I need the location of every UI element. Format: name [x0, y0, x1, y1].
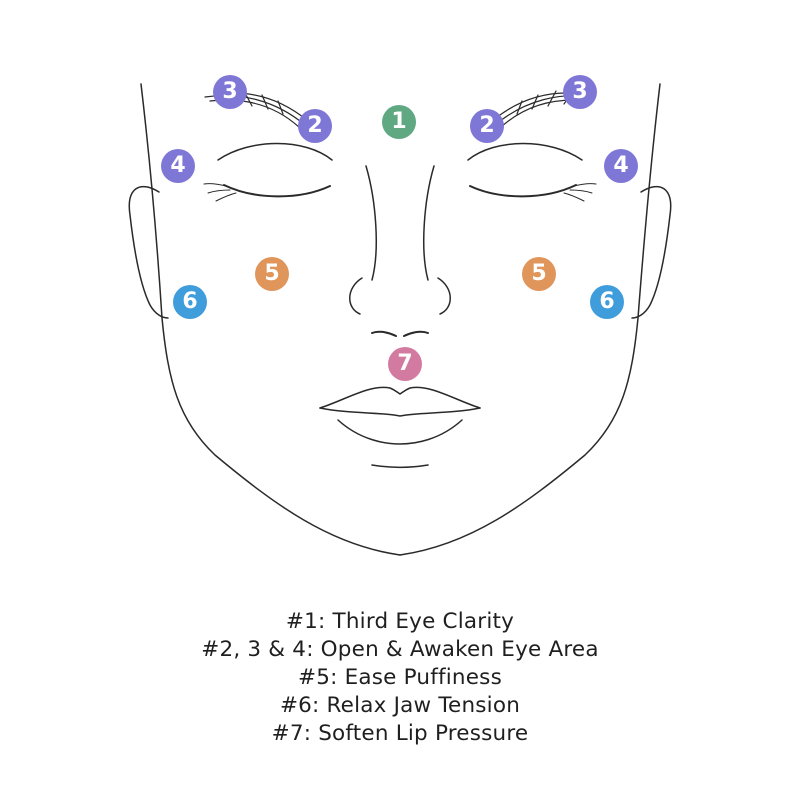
marker-6-left: 6: [173, 285, 207, 319]
legend: #1: Third Eye Clarity #2, 3 & 4: Open & …: [0, 608, 800, 748]
left-nostril: [371, 330, 397, 337]
right-ear: [631, 185, 672, 319]
marker-4-left: 4: [161, 149, 195, 183]
legend-item-1: #1: Third Eye Clarity: [285, 609, 515, 634]
marker-3-right: 3: [563, 75, 597, 109]
legend-item-7: #7: Soften Lip Pressure: [271, 721, 529, 746]
legend-item-6: #6: Relax Jaw Tension: [279, 693, 521, 718]
legend-item-5: #5: Ease Puffiness: [298, 665, 502, 690]
marker-7: 7: [388, 347, 422, 381]
upper-lip: [319, 386, 481, 409]
marker-2-left: 2: [298, 109, 332, 143]
left-eyelashes: [203, 183, 237, 202]
right-eyelid-crease: [467, 142, 583, 161]
nose-wing-right: [437, 277, 451, 315]
marker-6-right: 6: [590, 285, 624, 319]
marker-1: 1: [382, 105, 416, 139]
legend-item-2-3-4: #2, 3 & 4: Open & Awaken Eye Area: [201, 637, 599, 662]
marker-5-left: 5: [255, 257, 289, 291]
right-closed-eye: [469, 184, 577, 198]
marker-5-right: 5: [522, 257, 556, 291]
chin-crease: [371, 464, 429, 468]
right-nostril: [403, 330, 429, 337]
marker-2-right: 2: [470, 109, 504, 143]
nose-wing-left: [349, 277, 363, 315]
face-contour-left: [140, 83, 401, 556]
right-eyelashes: [563, 183, 597, 202]
lip-line: [319, 407, 481, 417]
left-eyelid-crease: [217, 142, 333, 161]
lower-lip: [337, 419, 463, 445]
nose-bridge-right: [422, 165, 435, 281]
left-ear: [128, 185, 169, 319]
marker-4-right: 4: [604, 149, 638, 183]
marker-3-left: 3: [213, 75, 247, 109]
nose-bridge-left: [365, 165, 378, 281]
face-contour-right: [399, 83, 661, 556]
left-closed-eye: [223, 184, 331, 198]
